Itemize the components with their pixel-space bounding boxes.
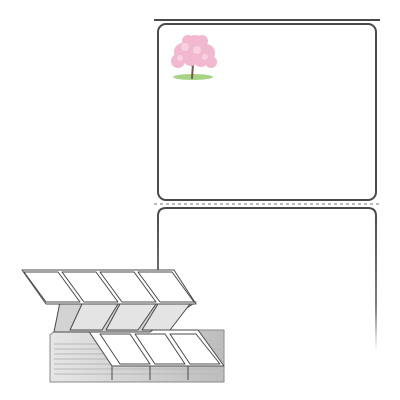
fanfold-label-stack	[21, 269, 225, 383]
top-panel	[21, 269, 197, 305]
folded-panel	[53, 301, 197, 333]
rounded-rectangle-label	[157, 23, 377, 201]
cherry-blossom-tree	[171, 35, 217, 80]
stack-block	[49, 329, 225, 383]
second-label	[157, 207, 377, 350]
